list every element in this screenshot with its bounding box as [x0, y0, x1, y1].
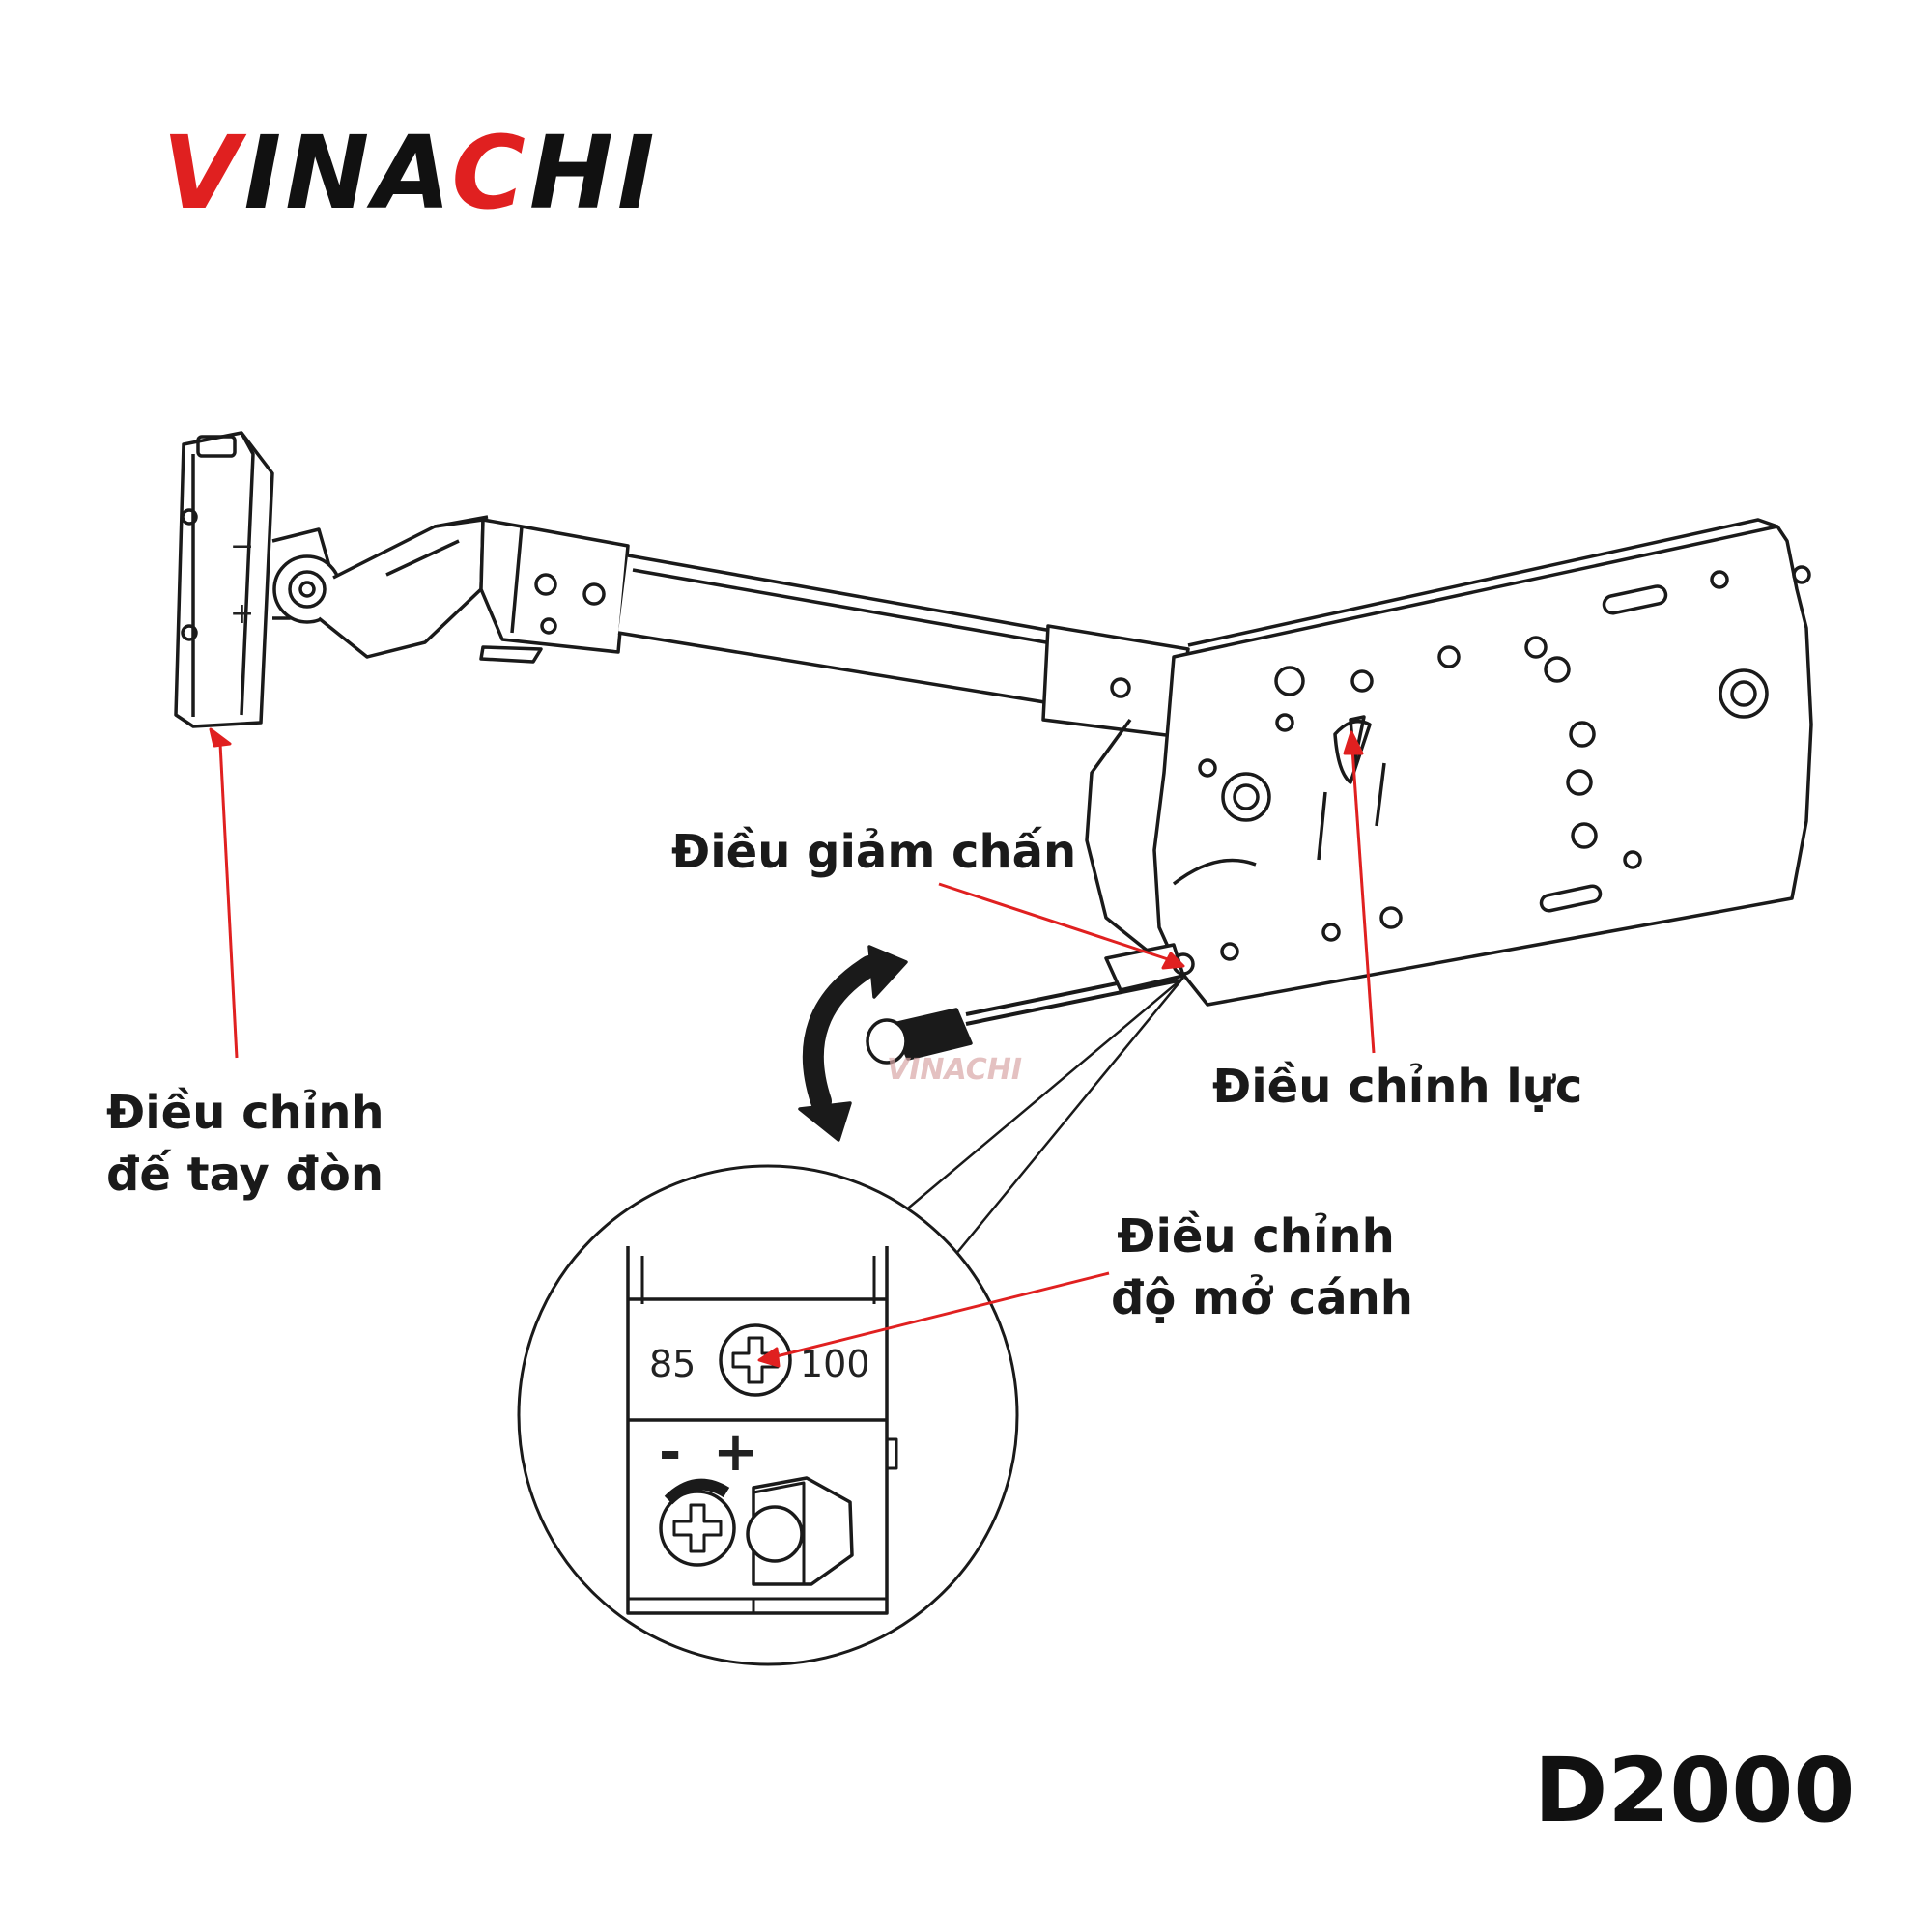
inset-minus: - — [659, 1421, 681, 1484]
rotation-arrow-icon — [798, 945, 908, 1142]
label-damper: Điều giảm chấn — [671, 825, 1077, 879]
arm-sleeve — [479, 518, 630, 664]
screwdriver-icon — [866, 943, 1195, 1065]
phillips-screw-icon — [659, 1478, 736, 1567]
arm-base-bracket: + − — [174, 431, 274, 728]
watermark: VINACHI — [887, 1053, 1023, 1087]
main-housing — [1085, 518, 1813, 1007]
svg-text:−: − — [230, 529, 254, 563]
brand-logo: VINACHI — [162, 114, 659, 232]
label-force: Điều chỉnh lực — [1212, 1060, 1583, 1114]
phillips-screw-icon — [719, 1323, 792, 1397]
svg-text:+: + — [230, 597, 254, 631]
detail-inset: 85 100 - + — [517, 1164, 1019, 1666]
callout-arrows — [209, 727, 1376, 1368]
inset-plus: + — [713, 1421, 758, 1484]
hinge-knuckle — [271, 527, 342, 624]
bent-arm — [317, 515, 489, 659]
inset-right-value: 100 — [800, 1343, 870, 1385]
telescopic-arm — [617, 554, 1190, 738]
model-code: D2000 — [1534, 1739, 1856, 1842]
label-arm-base: Điều chỉnh đế tay đòn — [106, 1086, 384, 1202]
label-opening-angle: Điều chỉnh độ mở cánh — [1111, 1209, 1413, 1325]
inset-left-value: 85 — [649, 1343, 696, 1385]
